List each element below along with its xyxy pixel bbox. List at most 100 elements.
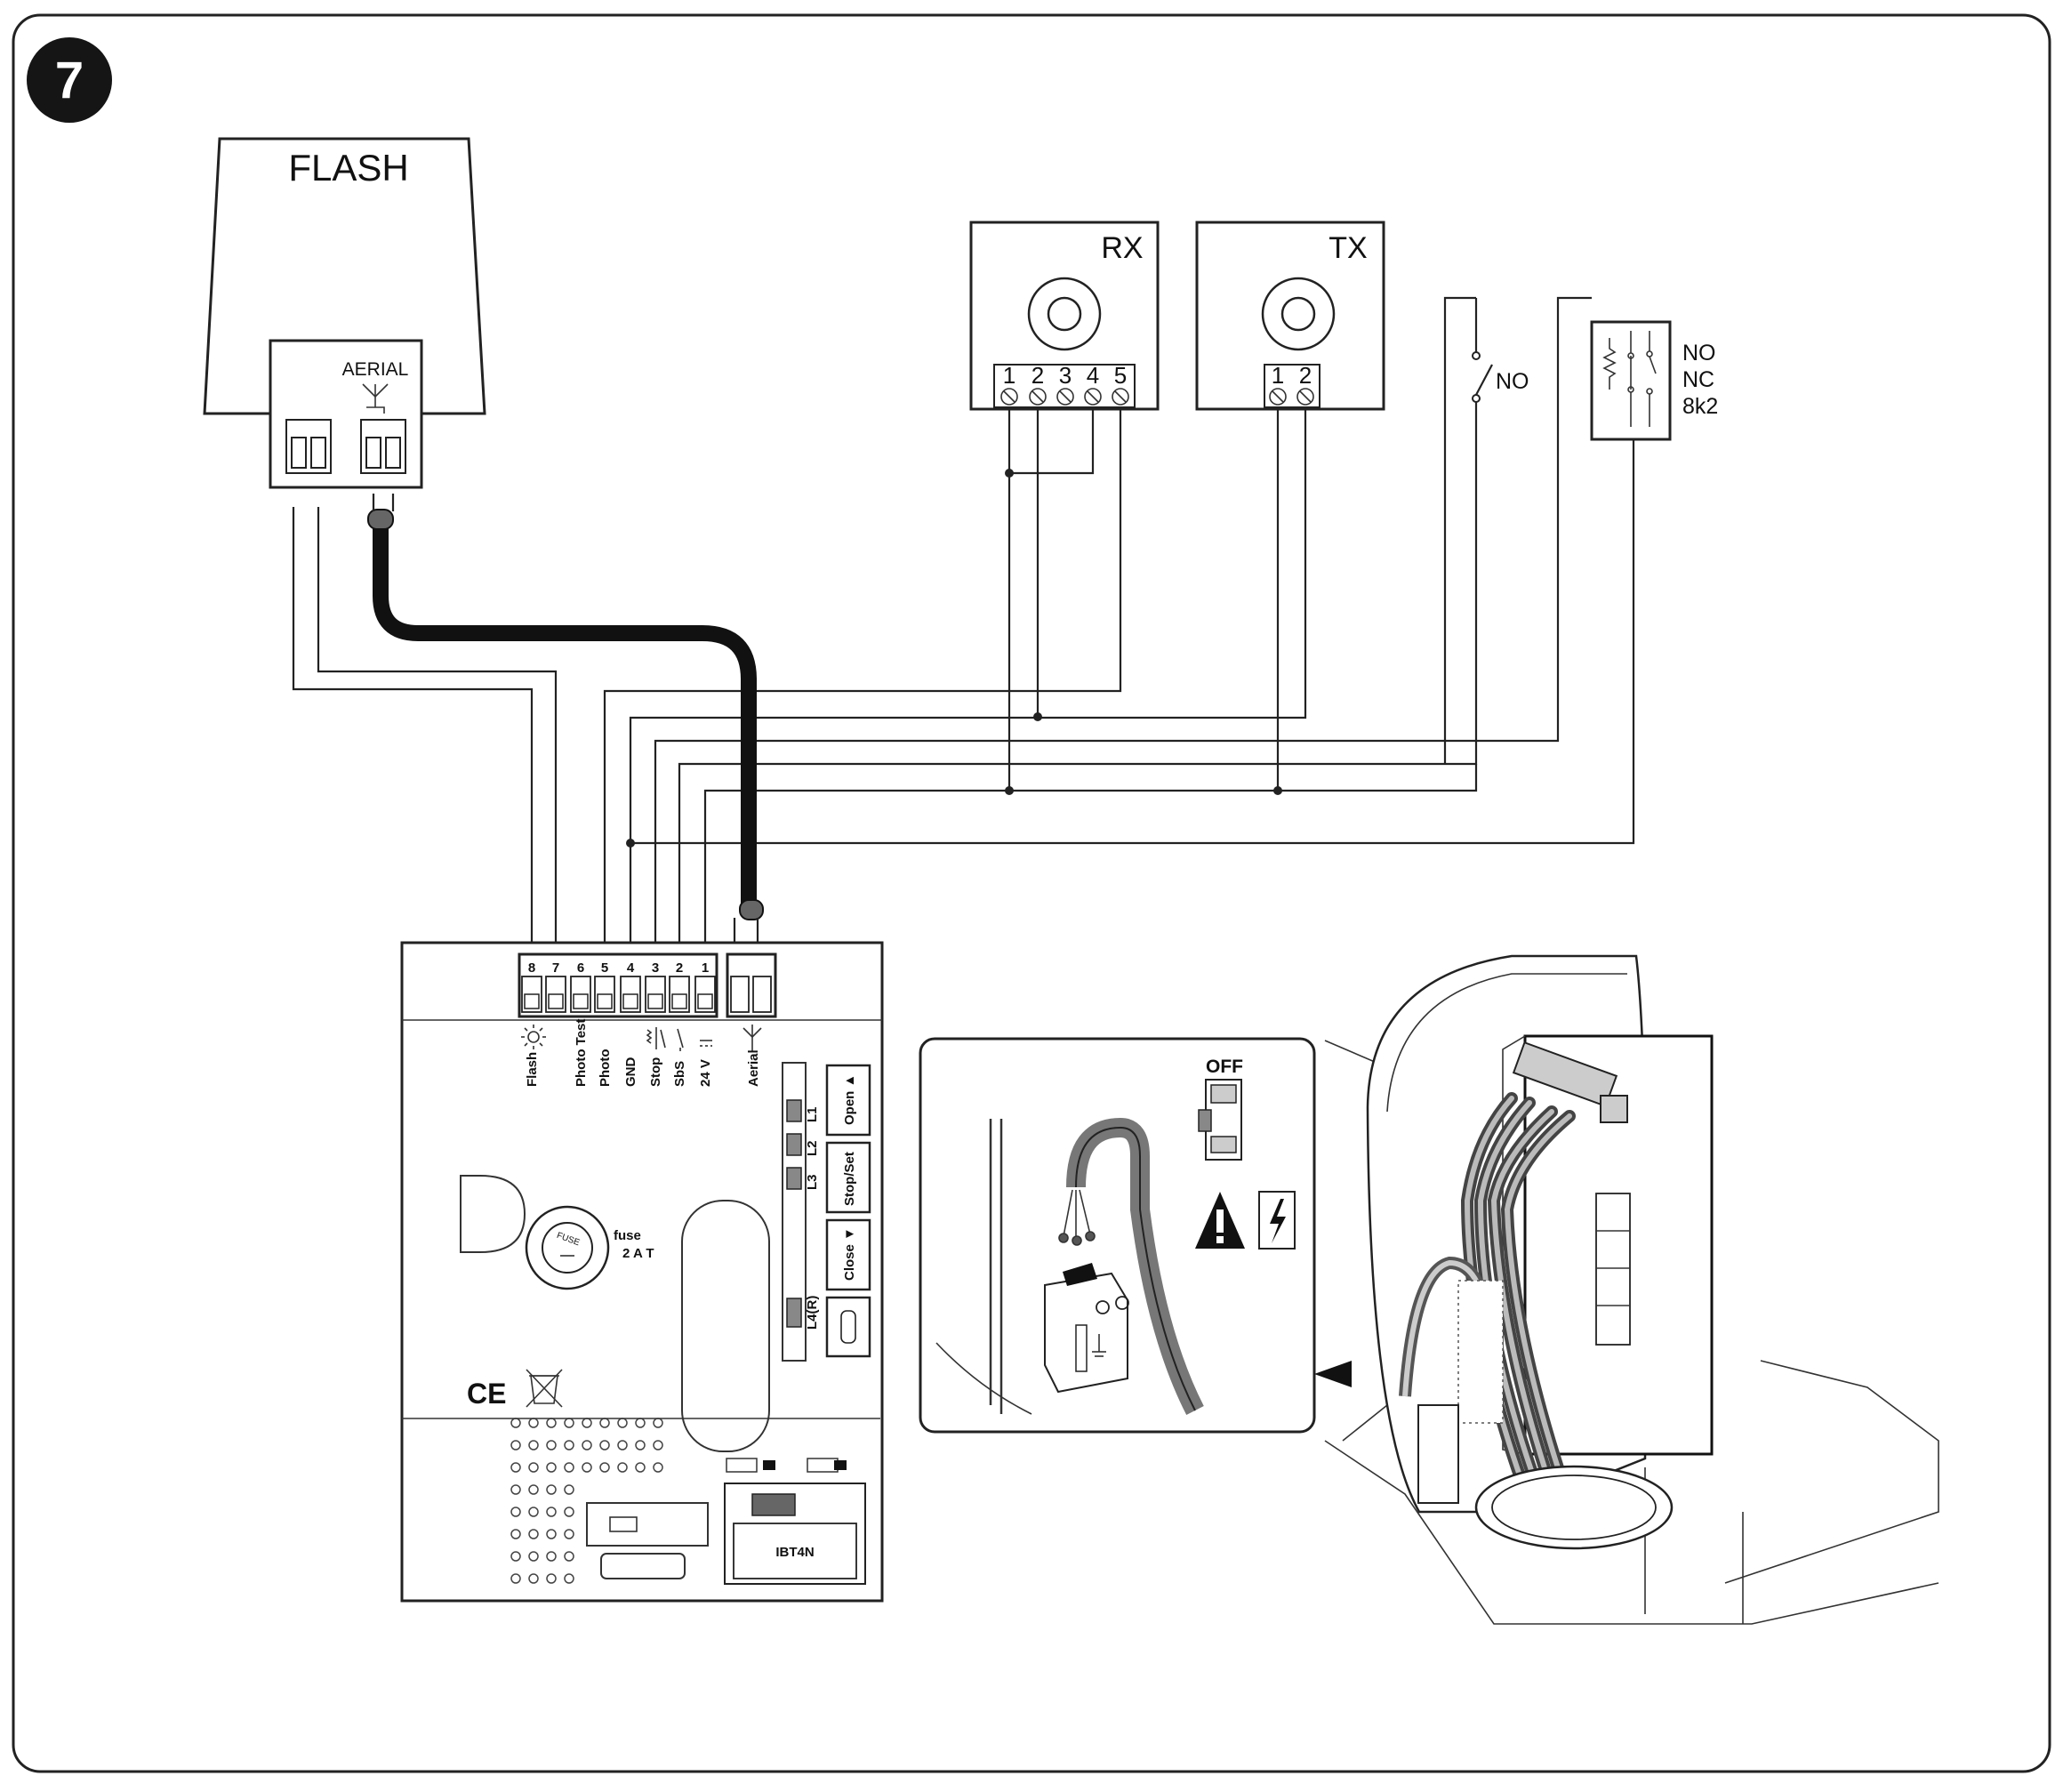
vent-dot xyxy=(564,1573,574,1584)
figure-frame xyxy=(12,13,2051,1773)
vent-dot xyxy=(564,1462,574,1473)
vent-dot xyxy=(528,1529,539,1539)
battery-connector xyxy=(586,1502,709,1547)
label-aerial: Aerial xyxy=(746,1049,761,1087)
vent-dot xyxy=(546,1462,557,1473)
open-button[interactable] xyxy=(825,1064,871,1137)
open-button-label: Open ▲ xyxy=(842,1074,857,1125)
led-label-l2: L2 xyxy=(805,1140,820,1156)
radio-learn-button[interactable] xyxy=(825,1296,871,1358)
led-l4 xyxy=(786,1298,802,1328)
housing-terminal-strip xyxy=(1512,1041,1628,1123)
safety-edge-label-nc: NC xyxy=(1682,367,1714,392)
aerial-terminal-cell xyxy=(730,976,750,1013)
high-voltage-icon xyxy=(1258,1191,1296,1250)
expansion-slot xyxy=(600,1553,686,1579)
photocell-tx: TX 1 2 xyxy=(1195,221,1385,411)
label-gnd: GND xyxy=(623,1057,638,1088)
vent-dot xyxy=(564,1551,574,1562)
vent-dot xyxy=(528,1484,539,1495)
vent-dot xyxy=(635,1462,646,1473)
radio-icon xyxy=(840,1310,856,1344)
wires xyxy=(292,296,1635,954)
flash-title: FLASH xyxy=(288,147,408,189)
vent-dot xyxy=(599,1462,610,1473)
vent-dot xyxy=(528,1440,539,1450)
terminal-screw xyxy=(597,993,613,1009)
label-sbs: SbS xyxy=(672,1061,687,1087)
terminal-number-5: 5 xyxy=(601,960,608,976)
label-24v: 24 V xyxy=(698,1059,713,1087)
vent-dot xyxy=(510,1551,521,1562)
tx-terminal-2: 2 xyxy=(1299,362,1312,389)
vent-dot xyxy=(582,1462,592,1473)
vent-dot xyxy=(617,1440,628,1450)
terminal-screw xyxy=(697,993,713,1009)
figure-number: 7 xyxy=(55,52,84,109)
terminal-number-6: 6 xyxy=(577,960,584,976)
vent-dot xyxy=(617,1462,628,1473)
fuse-rating: 2 A T xyxy=(622,1246,654,1261)
rx-terminal-5: 5 xyxy=(1114,362,1127,389)
vent-dot xyxy=(510,1507,521,1517)
dc-supply-icon xyxy=(700,1040,712,1047)
terminal-number-1: 1 xyxy=(702,960,709,976)
flash-terminal-power xyxy=(285,419,332,474)
safety-edge-label-no: NO xyxy=(1682,341,1716,366)
sbs-contact-icon xyxy=(677,1028,684,1051)
housing-mesh-panel xyxy=(1457,1280,1504,1424)
rx-terminal-1: 1 xyxy=(1003,362,1015,389)
terminal-screw xyxy=(524,993,540,1009)
terminal-number-2: 2 xyxy=(676,960,683,976)
aerial-terminal-cell xyxy=(752,976,772,1013)
warning-triangle-icon xyxy=(1195,1192,1245,1249)
vent-dot xyxy=(510,1440,521,1450)
vent-dot xyxy=(564,1507,574,1517)
safety-edge-device: NO NC 8k2 xyxy=(1590,320,1718,441)
aerial-antenna-icon xyxy=(743,1025,762,1051)
vent-dot xyxy=(546,1551,557,1562)
terminal-screw xyxy=(647,993,663,1009)
fuse-holder: FUSE xyxy=(525,1205,610,1290)
circuit-breaker-icon xyxy=(1198,1079,1242,1161)
vent-dot xyxy=(653,1462,663,1473)
gear-motor-connector xyxy=(681,1200,770,1452)
vent-dot xyxy=(528,1507,539,1517)
breaker-off-label: OFF xyxy=(1206,1057,1243,1077)
vent-dot xyxy=(546,1484,557,1495)
stop-contact-icon xyxy=(646,1027,666,1049)
rx-title: RX xyxy=(1101,231,1143,265)
vent-dot xyxy=(528,1551,539,1562)
terminal-number-8: 8 xyxy=(528,960,535,976)
aerial-coax-cable xyxy=(367,494,764,954)
switch-no-label: NO xyxy=(1496,369,1529,394)
cable-entry-hole xyxy=(1474,1465,1674,1550)
figure-number-badge: 7 xyxy=(27,37,112,123)
close-button[interactable] xyxy=(825,1218,871,1291)
vent-dot xyxy=(653,1440,663,1450)
vent-dot xyxy=(635,1440,646,1450)
wire-junctions xyxy=(626,469,1282,848)
led-l3 xyxy=(786,1167,802,1190)
terminal-screw xyxy=(573,993,589,1009)
vent-dot xyxy=(564,1484,574,1495)
label-photo-test: Photo Test xyxy=(574,1019,589,1087)
gearmotor-housing xyxy=(1324,954,1939,1625)
led-label-l3: L3 xyxy=(805,1174,820,1190)
terminal-number-7: 7 xyxy=(552,960,559,976)
close-button-label: Close ▼ xyxy=(842,1227,857,1281)
switch-no: NO xyxy=(1472,351,1529,403)
control-unit-board: 8 7 6 5 4 3 2 1 Flash xyxy=(400,941,884,1603)
stop-set-button[interactable] xyxy=(825,1141,871,1214)
vent-dot xyxy=(510,1462,521,1473)
terminal-screw xyxy=(622,993,638,1009)
led-l2 xyxy=(786,1133,802,1156)
label-photo: Photo xyxy=(598,1049,613,1088)
flash-lamp-icon xyxy=(521,1025,546,1049)
vent-dot xyxy=(564,1440,574,1450)
terminal-screw xyxy=(671,993,687,1009)
rx-terminal-3: 3 xyxy=(1059,362,1072,389)
flash-unit: FLASH AERIAL xyxy=(203,137,486,489)
led-l1 xyxy=(786,1099,802,1122)
